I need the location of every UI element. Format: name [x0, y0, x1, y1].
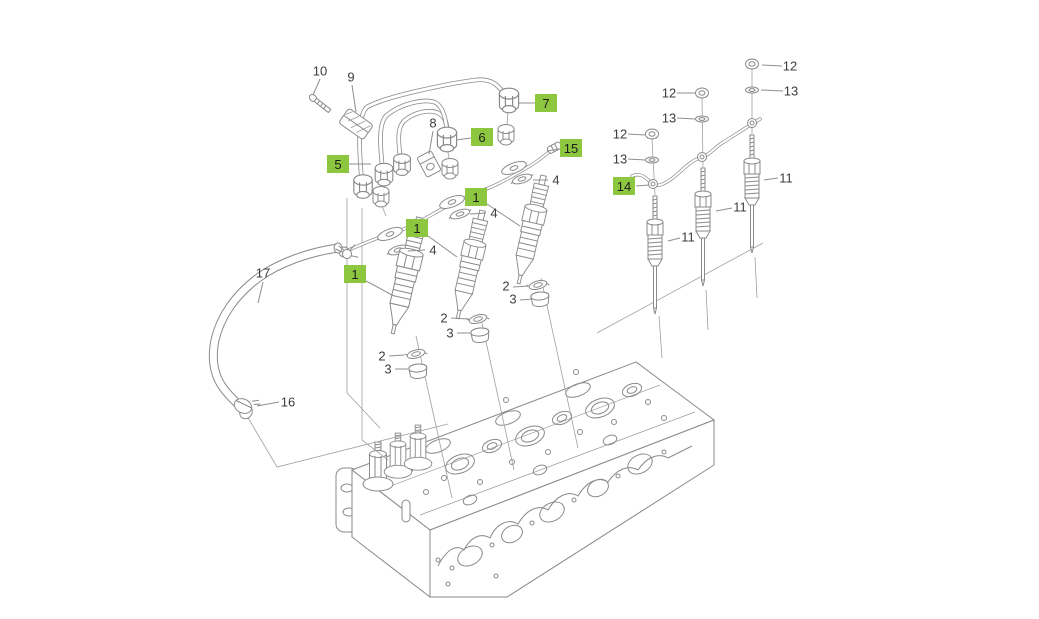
callout-16: 16	[280, 394, 296, 410]
pipe-clamp	[339, 108, 373, 140]
pipe-clamp-2	[416, 150, 442, 178]
callout-15-highlighted[interactable]: 15	[560, 139, 582, 157]
hose-clamp	[233, 398, 261, 414]
callout-6-highlighted[interactable]: 6	[471, 128, 493, 146]
callout-3: 3	[384, 361, 392, 377]
callout-1-highlighted[interactable]: 1	[465, 188, 487, 206]
callout-4: 4	[552, 172, 560, 188]
callout-13: 13	[783, 83, 799, 99]
spring-clamp	[335, 244, 359, 259]
callout-2: 2	[440, 310, 448, 326]
callout-12: 12	[661, 85, 677, 101]
callout-1-highlighted[interactable]: 1	[344, 265, 366, 283]
callout-10: 10	[312, 63, 328, 79]
callout-11: 11	[733, 199, 747, 215]
callout-8: 8	[429, 115, 437, 131]
callout-13: 13	[661, 110, 677, 126]
callout-9: 9	[347, 69, 355, 85]
callout-4: 4	[490, 205, 498, 221]
callout-4: 4	[429, 242, 437, 258]
callout-5-highlighted[interactable]: 5	[327, 155, 349, 173]
callout-2: 2	[378, 348, 386, 364]
callout-leader-lines	[256, 64, 784, 407]
callout-12: 12	[782, 58, 798, 74]
cylinder-head	[335, 361, 716, 599]
callout-11: 11	[681, 229, 695, 245]
callout-7-highlighted[interactable]: 7	[535, 94, 557, 112]
return-hose	[213, 242, 359, 420]
callout-14-highlighted[interactable]: 14	[613, 177, 635, 195]
callout-13: 13	[612, 151, 628, 167]
callout-17: 17	[255, 265, 271, 281]
callout-3: 3	[446, 325, 454, 341]
callout-2: 2	[502, 278, 510, 294]
bolt	[308, 93, 332, 114]
callout-1-highlighted[interactable]: 1	[406, 219, 428, 237]
callout-11: 11	[779, 170, 793, 186]
callout-12: 12	[612, 126, 628, 142]
callout-3: 3	[509, 291, 517, 307]
